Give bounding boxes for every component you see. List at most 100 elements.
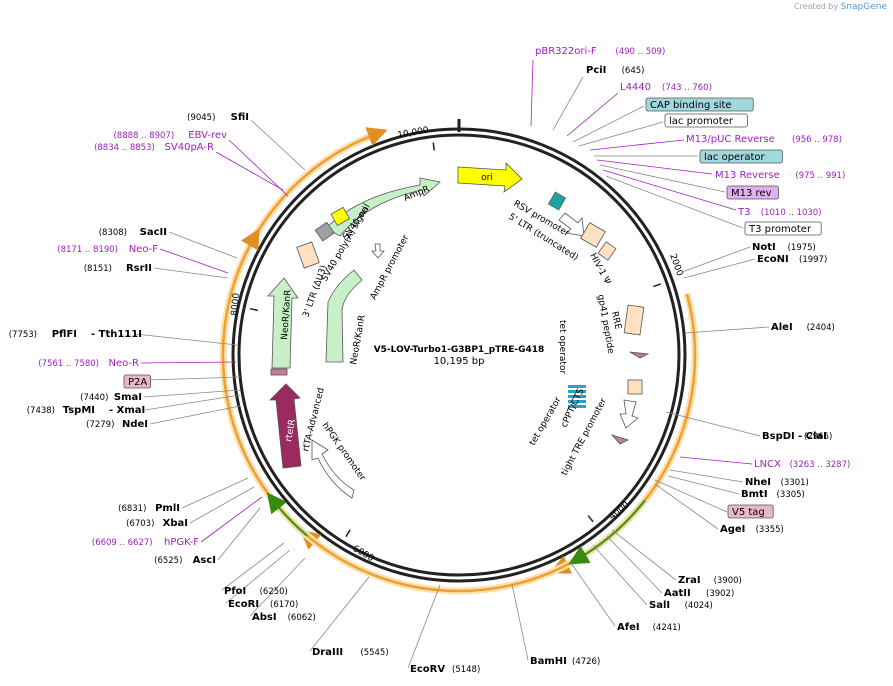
label-left-1-leader (200, 496, 263, 543)
feature-sv40-polya[interactable] (314, 221, 335, 242)
feature-neor-inner[interactable] (325, 269, 363, 363)
feature-hpgk[interactable] (311, 439, 355, 499)
feature-tight-tre[interactable] (619, 399, 639, 429)
label-left-8-leader (140, 361, 237, 364)
label-right-8[interactable]: AgeI(3355) (720, 524, 784, 535)
label-top-10[interactable]: T3 promoter (744, 221, 822, 236)
label-bottom-5[interactable]: EcoRV(5148) (410, 664, 480, 675)
feature-rre[interactable] (623, 304, 645, 336)
label-right-2[interactable]: AleI (2404) (771, 322, 835, 333)
label-right-0-leader (681, 246, 751, 273)
label-bottom-1-pos: (3902) (706, 589, 734, 599)
label-right-7[interactable]: V5 tag (727, 504, 774, 519)
feature-tetop1-label: tet operator (557, 320, 567, 374)
label-right-7-box (727, 504, 774, 519)
label-bottom-1-leader (606, 535, 663, 594)
label-left-7[interactable]: P2A (123, 374, 152, 389)
label-left-15[interactable]: SfiI(9045) (187, 112, 249, 123)
label-bottom-9[interactable]: PfoI(6250) (224, 586, 288, 597)
feature-p2a[interactable] (270, 368, 288, 376)
label-top-0[interactable]: pBR322ori-F(490 .. 509) (535, 46, 665, 57)
label-right-4-text: LNCX (754, 459, 781, 470)
label-left-8[interactable]: Neo-R(7561 .. 7580) (38, 358, 139, 369)
label-left-5[interactable]: TspMI(7438)- XmaI (27, 405, 146, 416)
feature-tet-operators[interactable] (568, 385, 586, 408)
label-bottom-4-pos: (4726) (572, 657, 600, 667)
label-right-5-text: NheI (745, 477, 771, 488)
label-left-11[interactable]: Neo-F(8171 .. 8190) (57, 244, 158, 255)
label-top-3[interactable]: CAP binding site (645, 97, 754, 112)
label-right-5[interactable]: NheI(3301) (745, 477, 809, 488)
feature-rsv-promoter[interactable] (558, 212, 585, 237)
label-top-4[interactable]: lac promoter (664, 113, 748, 128)
label-bottom-7[interactable]: AbsI(6062) (252, 612, 316, 623)
label-left-2-pos: (6703) (126, 519, 154, 529)
label-left-6[interactable]: SmaI(7440) (80, 392, 142, 403)
label-bottom-4[interactable]: BamHI(4726) (530, 656, 600, 667)
label-top-7[interactable]: M13 Reverse(975 .. 991) (715, 170, 845, 181)
label-bottom-8[interactable]: EcoRI(6170) (228, 599, 298, 610)
label-left-2[interactable]: XbaI(6703) (126, 518, 188, 529)
label-right-6[interactable]: BmtI(3305) (741, 489, 805, 500)
label-top-4-text: lac promoter (669, 116, 734, 127)
label-bottom-2[interactable]: SalI(4024) (649, 600, 713, 611)
feature-cap-lac-cluster[interactable] (547, 191, 567, 211)
label-top-7-leader (596, 159, 713, 175)
label-top-3-text: CAP binding site (650, 100, 732, 111)
label-left-9[interactable]: PflFI(7753)- Tth111I (9, 329, 142, 340)
feature-ampr-promoter[interactable] (371, 243, 385, 259)
label-top-8[interactable]: M13 rev (726, 185, 779, 200)
label-right-1[interactable]: EcoNI(1997) (757, 254, 827, 265)
label-left-1-pos: (6609 .. 6627) (92, 538, 153, 548)
label-bottom-2-text: SalI (649, 600, 670, 611)
label-top-2[interactable]: L4440(743 .. 760) (620, 82, 712, 93)
label-left-14[interactable]: EBV-rev(8888 .. 8907) (113, 130, 227, 141)
feature-3ltr[interactable] (296, 241, 320, 269)
feature-rtetr[interactable] (269, 383, 302, 469)
label-top-8-text: M13 rev (731, 188, 772, 199)
feature-5ltr[interactable] (580, 222, 606, 248)
label-left-0[interactable]: AscI(6525) (154, 555, 216, 566)
feature-hiv-psi[interactable] (597, 241, 617, 261)
label-right-4-leader (679, 456, 753, 465)
label-top-6[interactable]: lac operator (699, 149, 783, 164)
label-left-9-leader (134, 333, 238, 346)
label-left-12-leader (168, 231, 238, 259)
label-right-8-text: AgeI (720, 524, 745, 535)
label-bottom-6[interactable]: DraIII(5545) (312, 647, 389, 658)
label-left-3[interactable]: PmlI(6831) (118, 503, 180, 514)
label-left-1[interactable]: hPGK-F(6609 .. 6627) (92, 537, 199, 548)
feature-v5-small[interactable] (610, 434, 630, 445)
feature-gp41[interactable] (629, 351, 650, 359)
feature-sv40-ori[interactable] (330, 206, 351, 227)
label-top-9[interactable]: T3(1010 .. 1030) (737, 207, 822, 218)
label-top-1[interactable]: PciI(645) (586, 65, 644, 76)
feature-cppt[interactable] (627, 379, 643, 395)
feature-ampr[interactable] (325, 177, 441, 237)
label-top-0-pos: (490 .. 509) (615, 47, 665, 57)
label-left-9-pos: (7753) (9, 330, 37, 340)
label-left-15-text: SfiI (231, 112, 249, 123)
label-left-4[interactable]: NdeI(7279) (86, 419, 148, 430)
label-right-0[interactable]: NotI(1975) (752, 242, 816, 253)
label-bottom-0[interactable]: ZraI(3900) (678, 575, 742, 586)
label-right-3[interactable]: BspDI(2966)- ClaI (762, 431, 832, 442)
feature-neor-outer[interactable] (267, 277, 299, 369)
label-bottom-3[interactable]: AfeI(4241) (617, 622, 681, 633)
label-top-9-pos: (1010 .. 1030) (761, 208, 822, 218)
label-top-5[interactable]: M13/pUC Reverse(956 .. 978) (686, 134, 842, 145)
label-bottom-7-leader (249, 557, 306, 617)
label-right-4[interactable]: LNCX(3263 .. 3287) (754, 459, 850, 470)
label-left-12[interactable]: SacII(8308) (99, 227, 167, 238)
label-left-13[interactable]: SV40pA-R(8834 .. 8853) (94, 142, 214, 153)
label-right-3-extra: - ClaI (798, 431, 827, 442)
label-left-10[interactable]: RsrII(8151) (84, 263, 152, 274)
label-top-3-box (645, 97, 754, 112)
label-bottom-1[interactable]: AatII(3902) (664, 588, 734, 599)
tick-mark (587, 515, 594, 523)
label-right-2-text: AleI (771, 322, 793, 333)
label-left-9-extra: - Tth111I (91, 329, 142, 340)
feature-ori[interactable] (457, 162, 523, 193)
label-right-2-pos: (2404) (807, 323, 835, 333)
